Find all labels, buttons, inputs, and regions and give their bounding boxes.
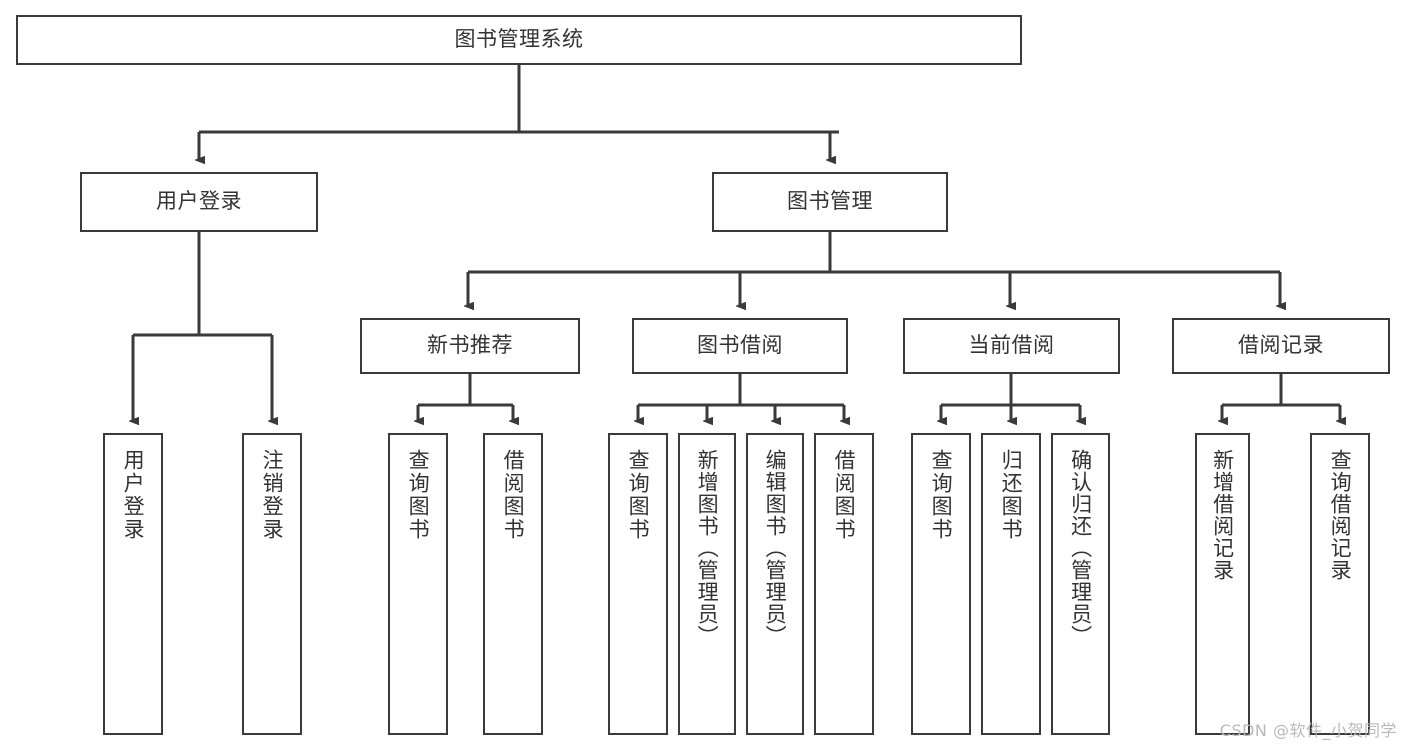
node-user-login[interactable]: 用户登录 xyxy=(80,172,318,232)
node-leaf-confirm-return[interactable]: 确认归还（管理员） xyxy=(1051,433,1110,735)
node-current-borrow-label: 当前借阅 xyxy=(968,333,1055,358)
node-leaf-borrow-book-1[interactable]: 借阅图书 xyxy=(483,433,543,735)
node-leaf-borrow-book-2[interactable]: 借阅图书 xyxy=(814,433,874,735)
node-leaf-logout-label: 注销登录 xyxy=(260,449,285,541)
node-borrow-record-label: 借阅记录 xyxy=(1238,333,1324,358)
node-leaf-query-book-3-label: 查询图书 xyxy=(929,449,954,541)
node-leaf-query-book-3[interactable]: 查询图书 xyxy=(911,433,971,735)
node-book-borrow[interactable]: 图书借阅 xyxy=(632,318,848,374)
node-leaf-query-book-1-label: 查询图书 xyxy=(406,449,431,541)
node-leaf-return-book[interactable]: 归还图书 xyxy=(981,433,1041,735)
node-leaf-edit-book[interactable]: 编辑图书（管理员） xyxy=(746,433,804,735)
node-leaf-logout[interactable]: 注销登录 xyxy=(242,433,302,735)
node-leaf-add-book-label: 新增图书（管理员） xyxy=(695,449,720,647)
watermark-text: CSDN @软件_小贺同学 xyxy=(1219,721,1397,740)
node-leaf-add-record[interactable]: 新增借阅记录 xyxy=(1195,433,1250,735)
node-book-manage-label: 图书管理 xyxy=(787,189,873,214)
node-leaf-add-book[interactable]: 新增图书（管理员） xyxy=(678,433,736,735)
node-leaf-user-login[interactable]: 用户登录 xyxy=(103,433,163,735)
node-book-borrow-label: 图书借阅 xyxy=(697,333,783,358)
node-book-manage[interactable]: 图书管理 xyxy=(712,172,948,232)
node-leaf-query-record-label: 查询借阅记录 xyxy=(1328,449,1353,581)
node-leaf-add-record-label: 新增借阅记录 xyxy=(1210,449,1235,581)
node-leaf-query-book-2[interactable]: 查询图书 xyxy=(608,433,668,735)
node-leaf-edit-book-label: 编辑图书（管理员） xyxy=(763,449,788,647)
node-leaf-user-login-label: 用户登录 xyxy=(121,449,146,541)
node-root-label: 图书管理系统 xyxy=(454,27,584,52)
node-leaf-confirm-return-label: 确认归还（管理员） xyxy=(1068,449,1093,647)
node-leaf-borrow-book-1-label: 借阅图书 xyxy=(501,449,526,541)
node-leaf-borrow-book-2-label: 借阅图书 xyxy=(832,449,857,541)
node-leaf-query-book-1[interactable]: 查询图书 xyxy=(388,433,448,735)
node-root[interactable]: 图书管理系统 xyxy=(16,15,1022,65)
node-current-borrow[interactable]: 当前借阅 xyxy=(903,318,1120,374)
node-borrow-record[interactable]: 借阅记录 xyxy=(1172,318,1390,374)
node-new-book-recommend[interactable]: 新书推荐 xyxy=(360,318,580,374)
node-leaf-return-book-label: 归还图书 xyxy=(999,449,1024,541)
node-leaf-query-book-2-label: 查询图书 xyxy=(626,449,651,541)
node-new-book-recommend-label: 新书推荐 xyxy=(427,333,513,358)
node-user-login-label: 用户登录 xyxy=(156,189,242,214)
node-leaf-query-record[interactable]: 查询借阅记录 xyxy=(1310,433,1370,735)
